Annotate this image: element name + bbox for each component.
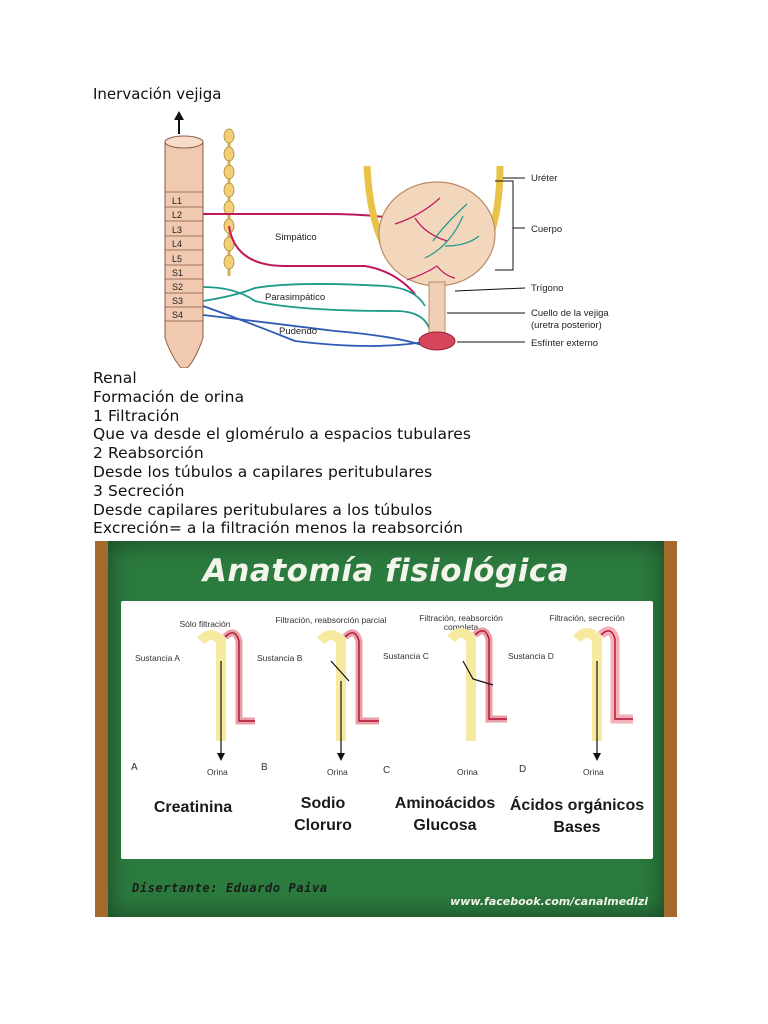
urine-label: Orina (327, 767, 348, 777)
segment-label: L3 (172, 225, 182, 235)
bladder-innervation-figure: L1 L2 L3 L4 L5 S1 S2 S3 S4 Simpático Par… (164, 111, 609, 368)
parasympathetic-nerve (202, 283, 431, 332)
segment-label: S2 (172, 282, 183, 292)
column-letter: C (383, 765, 391, 776)
chalkboard-figure: Anatomía fisiológica Sólo filtración Fil… (95, 541, 677, 917)
nephron-diagrams (197, 626, 633, 761)
nephron-c (447, 627, 507, 741)
page-heading: Inervación vejiga (93, 85, 222, 103)
example-label: Cloruro (294, 817, 352, 834)
segment-label: L1 (172, 196, 182, 206)
text-line: 3 Secreción (93, 481, 185, 500)
segment-label: L4 (172, 239, 182, 249)
urine-label: Orina (207, 767, 228, 777)
substance-label: Sustancia D (508, 651, 554, 661)
spinal-cord: L1 L2 L3 L4 L5 S1 S2 S3 S4 (164, 135, 204, 368)
example-label: Creatinina (153, 799, 233, 816)
sympathetic-label: Simpático (275, 232, 317, 243)
column-letter: D (519, 764, 527, 775)
body-label: Cuerpo (531, 224, 562, 235)
column-letter: B (261, 762, 268, 773)
column-title: Filtración, reabsorción completa (419, 613, 503, 632)
segment-label: S4 (172, 310, 183, 320)
example-label: Sodio (300, 795, 346, 812)
chalkboard: Anatomía fisiológica Sólo filtración Fil… (108, 541, 664, 917)
urine-label: Orina (457, 767, 478, 777)
bladder (378, 181, 496, 351)
text-line: Desde capilares peritubulares a los túbu… (93, 500, 433, 519)
pudendal-label: Pudendo (279, 326, 317, 337)
segment-label: S3 (172, 296, 183, 306)
board-title: Anatomía fisiológica (202, 553, 570, 589)
column-title: Filtración, reabsorción parcial (275, 615, 387, 625)
body-text: Renal Formación de orina 1 Filtración Qu… (93, 369, 693, 538)
example-label: Ácidos orgánicos (509, 797, 645, 814)
ureter-label: Uréter (531, 173, 557, 184)
segment-label: S1 (172, 268, 183, 278)
up-arrow-icon (174, 111, 184, 134)
column-title: Filtración, secreción (549, 613, 625, 623)
segment-label: L5 (172, 254, 182, 264)
text-line: Excreción= a la filtración menos la reab… (93, 519, 464, 538)
text-line: Formación de orina (93, 387, 245, 406)
text-line: Que va desde el glomérulo a espacios tub… (93, 425, 472, 444)
pudendal-nerve (202, 305, 431, 347)
segment-label: L2 (172, 210, 182, 220)
text-line: 1 Filtración (93, 406, 180, 425)
bladder-teal-vessels (424, 203, 480, 259)
parasympathetic-label: Parasimpático (265, 292, 325, 303)
substance-label: Sustancia B (257, 653, 303, 663)
nephron-d (573, 626, 633, 761)
presenter-credit: Disertante: Eduardo Paiva (132, 881, 328, 895)
trigone-label: Trígono (531, 283, 563, 294)
substance-label: Sustancia C (383, 651, 429, 661)
nephron-b (317, 629, 379, 761)
column-letter: A (131, 762, 138, 773)
example-label: Glucosa (413, 817, 477, 834)
example-label: Bases (553, 819, 601, 836)
column-title: Sólo filtración (179, 619, 231, 629)
external-sphincter-label: Esfínter externo (531, 338, 598, 349)
text-line: Desde los túbulos a capilares peritubula… (93, 462, 433, 481)
text-line: 2 Reabsorción (93, 444, 204, 463)
urine-label: Orina (583, 767, 604, 777)
bladder-red-vessels (394, 197, 456, 281)
bladder-neck-label: Cuello de la vejiga (531, 308, 609, 319)
example-label: Aminoácidos (394, 795, 496, 812)
facebook-url: www.facebook.com/canalmedizi (450, 895, 648, 908)
nephron-a (197, 629, 255, 761)
substance-label: Sustancia A (135, 653, 180, 663)
nephron-panel: Sólo filtración Filtración, reabsorción … (121, 601, 653, 859)
sympathetic-chain (223, 128, 235, 276)
posterior-urethra-label: (uretra posterior) (531, 320, 602, 331)
text-line: Renal (93, 369, 137, 387)
